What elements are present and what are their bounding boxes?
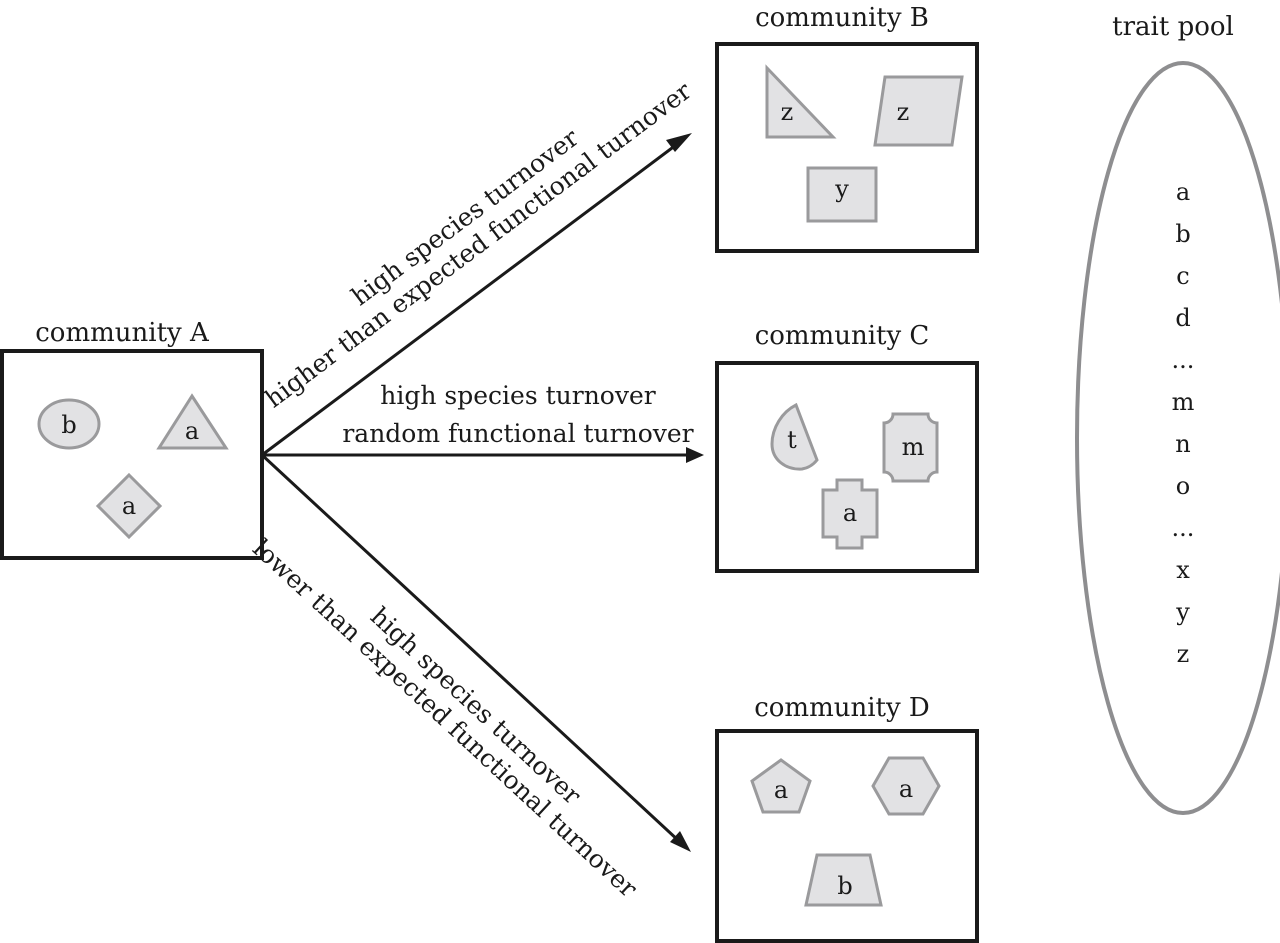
species-label: b	[837, 872, 852, 900]
trait-pool-item: ...	[1172, 346, 1195, 374]
trait-pool-item: b	[1175, 220, 1190, 248]
trait-pool-item: c	[1176, 262, 1189, 290]
community-b: community B z z y	[715, 3, 979, 253]
community-a-title: community A	[35, 318, 210, 348]
species-label: a	[122, 492, 136, 520]
species-right-triangle: z	[765, 64, 837, 139]
edge-label-line1: high species turnover	[380, 381, 656, 410]
species-trapezoid: b	[804, 853, 883, 907]
community-c-title: community C	[755, 321, 930, 351]
edge-label-line2: higher than expected functional turnover	[260, 76, 697, 413]
arrow-to-community-b	[261, 133, 692, 457]
trait-pool-item: d	[1175, 304, 1190, 332]
species-ellipse: b	[37, 398, 101, 450]
species-diamond: a	[95, 472, 163, 540]
species-hexagon: a	[871, 756, 941, 816]
community-c: community C t m a	[715, 321, 979, 573]
species-label: a	[774, 776, 788, 804]
trait-pool-title: trait pool	[1112, 12, 1234, 42]
edge-label-line2: lower than expected functional turnover	[247, 534, 643, 903]
species-cross: a	[821, 478, 879, 550]
species-label: a	[899, 775, 913, 803]
community-d-box	[715, 729, 979, 943]
trait-pool-ellipse	[1075, 61, 1280, 815]
species-d-shape: t	[770, 402, 819, 471]
community-b-title: community B	[755, 3, 929, 33]
species-pentagon: a	[750, 758, 812, 814]
species-label: a	[185, 417, 199, 445]
species-triangle: a	[156, 393, 229, 450]
trait-pool-item: z	[1177, 640, 1190, 668]
species-label: z	[897, 98, 910, 126]
edge-label-line2: random functional turnover	[342, 419, 693, 448]
trait-pool-item: ...	[1172, 514, 1195, 542]
species-label: t	[787, 426, 797, 454]
edge-label-to-b: high species turnover higher than expect…	[260, 76, 697, 413]
edge-label-to-c: high species turnover random functional …	[342, 381, 693, 448]
edge-label-line1: high species turnover	[346, 123, 584, 311]
trait-pool-item: x	[1176, 556, 1190, 584]
species-label: b	[61, 411, 76, 439]
community-d: community D a a b	[715, 693, 979, 943]
trait-pool-item: n	[1175, 430, 1190, 458]
community-a: community A b a a	[0, 318, 264, 560]
trait-pool-item: m	[1172, 388, 1195, 416]
species-square: y	[806, 166, 878, 223]
species-label: z	[781, 98, 794, 126]
trait-pool-item: y	[1175, 598, 1190, 626]
species-label: m	[902, 433, 925, 461]
arrow-to-community-d	[260, 453, 691, 852]
species-label: a	[843, 499, 857, 527]
arrow-to-community-c	[262, 447, 704, 463]
species-parallelogram: z	[873, 75, 964, 147]
trait-pool-item: a	[1176, 178, 1190, 206]
edge-label-to-d: high species turnover lower than expecte…	[247, 534, 643, 903]
edge-label-line1: high species turnover	[365, 602, 587, 810]
community-d-title: community D	[754, 693, 930, 723]
species-label: y	[834, 175, 849, 203]
species-scalloped-square: m	[882, 412, 939, 483]
trait-pool-item: o	[1176, 472, 1190, 500]
